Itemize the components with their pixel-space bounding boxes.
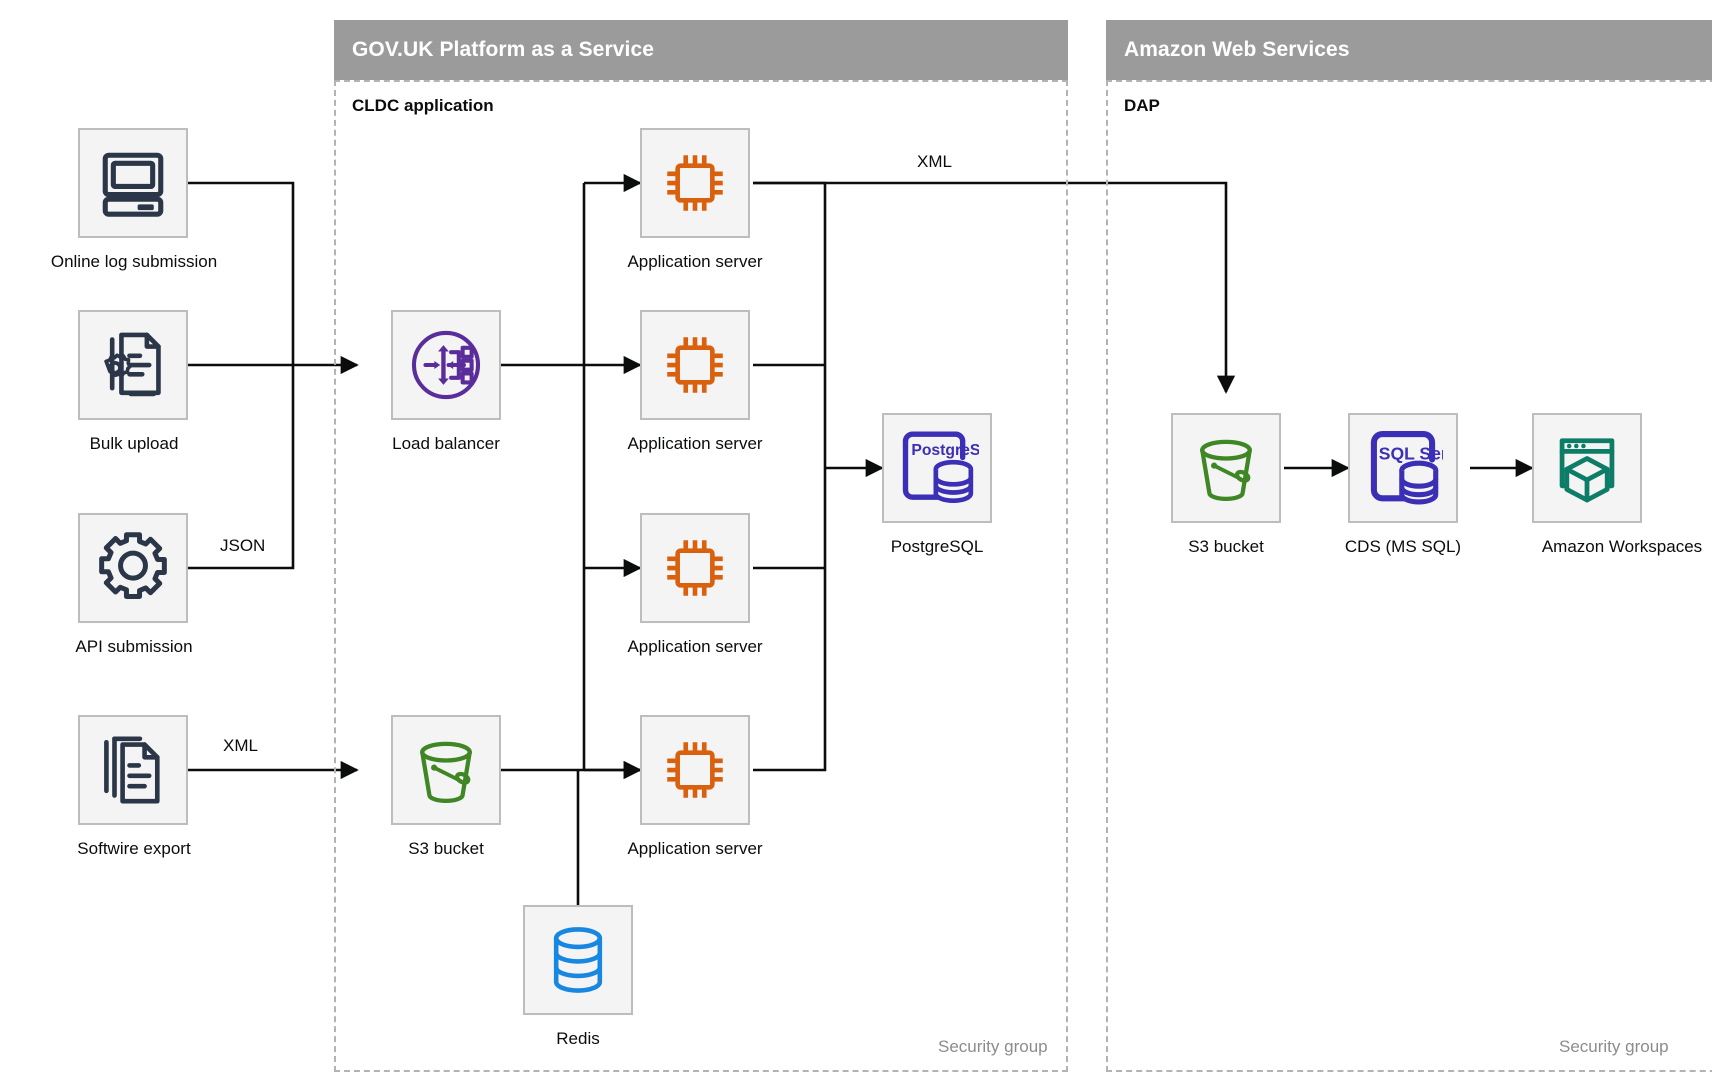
edge-label-json: JSON (216, 536, 270, 556)
document-gear-icon (96, 328, 170, 402)
node-app-server-2[interactable] (640, 310, 750, 420)
security-group-label-paas: Security group (938, 1037, 1048, 1056)
node-api-submission[interactable] (78, 513, 188, 623)
node-label-load-balancer: Load balancer (392, 434, 500, 453)
node-label-cds-ms-sql: CDS (MS SQL) (1344, 537, 1462, 556)
cpu-chip-icon (658, 146, 732, 220)
redis-database-icon (544, 924, 612, 996)
node-label-app-server-2: Application server (627, 434, 763, 453)
node-cds-ms-sql[interactable]: SQL Server (1348, 413, 1458, 523)
node-load-balancer[interactable] (391, 310, 501, 420)
postgresql-icon: PostgreSQL (895, 428, 979, 508)
node-label-api-submission: API submission (75, 637, 193, 656)
group-header-aws-label: Amazon Web Services (1124, 38, 1350, 61)
edge-label-xml-app-to-s3: XML (913, 152, 956, 172)
cpu-chip-icon (658, 531, 732, 605)
group-header-paas-label: GOV.UK Platform as a Service (352, 38, 654, 61)
node-bulk-upload[interactable] (78, 310, 188, 420)
node-label-app-server-1: Application server (627, 252, 763, 271)
wire-online-log-to-lb (188, 181, 295, 365)
security-group-aws (1106, 80, 1712, 1072)
node-label-redis: Redis (556, 1029, 600, 1048)
workspaces-cube-icon (1549, 430, 1625, 506)
node-label-bulk-upload: Bulk upload (89, 434, 179, 453)
node-label-online-log-submission: Online log submission (50, 252, 218, 271)
load-balancer-icon (405, 324, 487, 406)
cpu-chip-icon (658, 328, 732, 402)
sub-label-cldc-application: CLDC application (352, 96, 494, 115)
node-label-postgresql: PostgreSQL (890, 537, 984, 556)
node-online-log-submission[interactable] (78, 128, 188, 238)
node-amazon-workspaces[interactable] (1532, 413, 1642, 523)
sql-server-icon: SQL Server (1363, 428, 1443, 508)
gear-icon (95, 530, 171, 606)
cpu-chip-icon (658, 733, 732, 807)
node-label-softwire-export: Softwire export (77, 839, 191, 858)
documents-stack-icon (96, 733, 170, 807)
group-header-paas: GOV.UK Platform as a Service (334, 20, 1068, 80)
security-group-paas (334, 80, 1068, 1072)
node-app-server-3[interactable] (640, 513, 750, 623)
sql-server-icon-text: SQL Server (1379, 444, 1443, 464)
s3-bucket-icon (1188, 430, 1264, 506)
node-label-s3-bucket-aws: S3 bucket (1188, 537, 1264, 556)
node-label-app-server-3: Application server (627, 637, 763, 656)
node-label-s3-bucket-paas: S3 bucket (408, 839, 484, 858)
node-s3-bucket-paas[interactable] (391, 715, 501, 825)
security-group-label-aws: Security group (1559, 1037, 1669, 1056)
group-header-aws: Amazon Web Services (1106, 20, 1712, 80)
desktop-computer-icon (96, 146, 170, 220)
node-s3-bucket-aws[interactable] (1171, 413, 1281, 523)
node-label-app-server-4: Application server (627, 839, 763, 858)
s3-bucket-icon (408, 732, 484, 808)
node-app-server-1[interactable] (640, 128, 750, 238)
node-redis[interactable] (523, 905, 633, 1015)
node-label-amazon-workspaces: Amazon Workspaces (1541, 537, 1703, 556)
postgresql-icon-text: PostgreSQL (911, 442, 979, 459)
node-app-server-4[interactable] (640, 715, 750, 825)
node-postgresql[interactable]: PostgreSQL (882, 413, 992, 523)
node-softwire-export[interactable] (78, 715, 188, 825)
sub-label-dap: DAP (1124, 96, 1160, 115)
edge-label-xml-softwire: XML (219, 736, 262, 756)
